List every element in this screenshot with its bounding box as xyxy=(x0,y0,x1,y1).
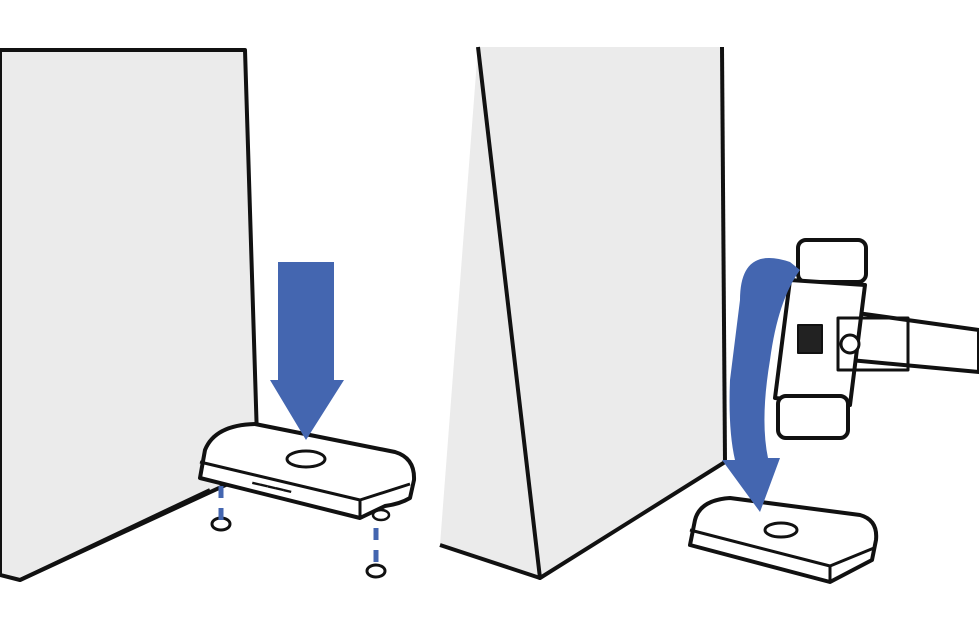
furniture-side-left xyxy=(0,48,260,582)
mallet-head-top xyxy=(796,238,868,284)
furniture-pad-left xyxy=(198,422,417,520)
floor-peg-hole-2 xyxy=(365,563,387,579)
mallet-head-bottom xyxy=(776,394,850,440)
down-arrow xyxy=(270,262,344,440)
pad-hole-left xyxy=(285,449,327,469)
peg-guides xyxy=(218,486,379,570)
mallet-handle xyxy=(848,310,979,374)
panel-right xyxy=(439,46,979,584)
panel-left: ▬▬▬▬▬ xyxy=(0,48,417,582)
furniture-side-right xyxy=(440,47,725,578)
furniture-pad-right xyxy=(688,496,879,584)
curved-down-arrow xyxy=(722,257,800,512)
mallet xyxy=(773,238,979,440)
pad-hole-right xyxy=(763,521,799,539)
floor-line-left xyxy=(19,488,211,582)
